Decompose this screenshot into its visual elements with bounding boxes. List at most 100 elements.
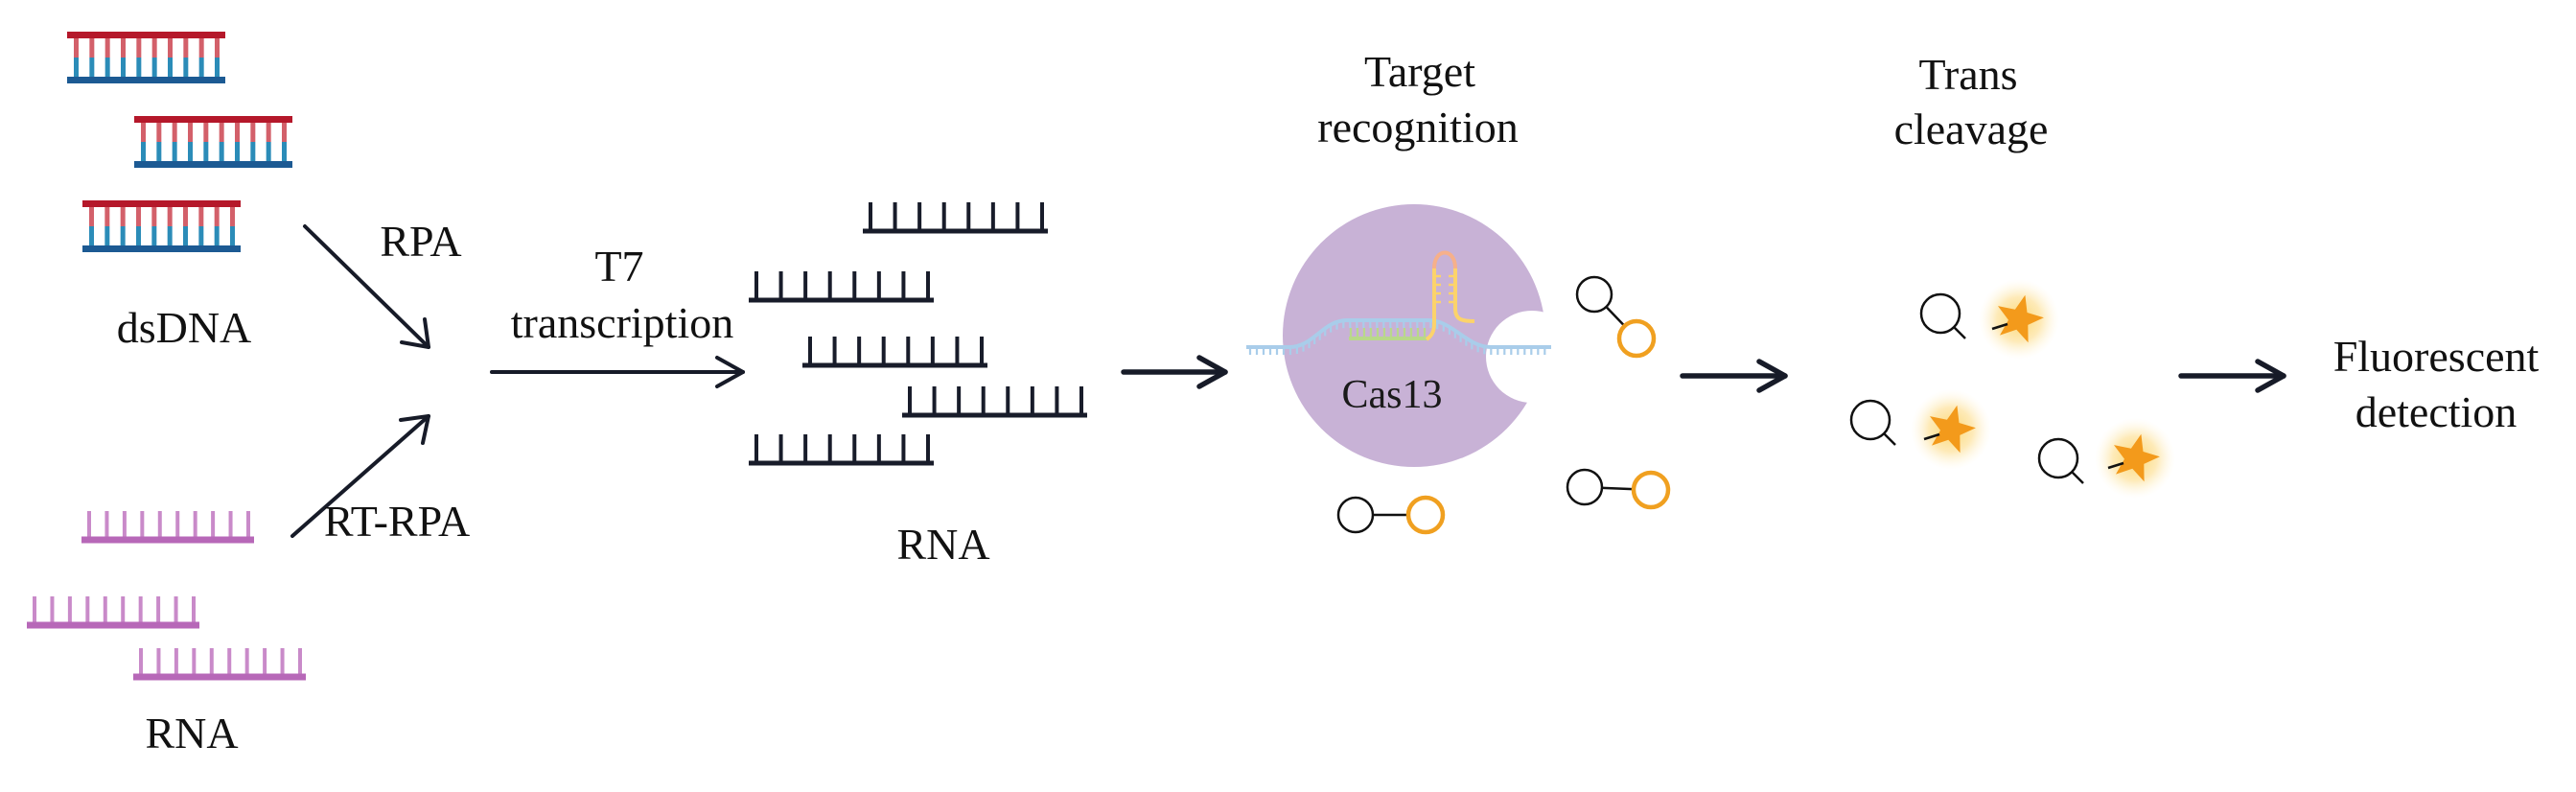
base-pair-top: [167, 205, 173, 226]
base: [857, 337, 862, 365]
base-pair-bottom: [230, 226, 235, 247]
base: [33, 596, 36, 625]
backbone: [133, 673, 306, 681]
transcribed-rna-strand: [749, 271, 934, 303]
base-pair-bottom: [104, 58, 110, 79]
base-pair-top: [183, 205, 188, 226]
base-pair-bottom: [167, 226, 173, 247]
base: [754, 271, 758, 300]
base: [244, 648, 249, 677]
base-pair-bottom: [120, 226, 126, 247]
reporter-intact: [1575, 275, 1657, 359]
crrna-stem-right: [1453, 268, 1475, 323]
dsdna-molecules: [67, 32, 292, 252]
base-pair-top: [214, 205, 220, 226]
base: [957, 386, 962, 415]
input-rna-strand: [27, 596, 199, 629]
base-pair-top: [198, 36, 204, 58]
quencher-circle: [2037, 437, 2079, 479]
rt-rpa-label: RT-RPA: [324, 497, 470, 546]
fluorophore-star-icon: [1930, 405, 1976, 454]
quencher-circle: [1919, 292, 1961, 335]
backbone: [749, 460, 934, 466]
base-pair-top: [141, 121, 146, 142]
backbone: [27, 621, 199, 629]
base-pair-bottom: [266, 142, 271, 163]
base-pair-bottom: [168, 58, 173, 79]
to-recognition-arrow: [1121, 355, 1228, 389]
base: [140, 511, 145, 540]
base-pair-top: [151, 205, 157, 226]
base: [908, 386, 912, 415]
quencher-stub: [1883, 432, 1896, 446]
crrna-stem-left: [1425, 268, 1436, 341]
fluorophore-circle: [1616, 318, 1657, 359]
base: [778, 434, 783, 463]
base: [211, 511, 216, 540]
quencher-circle: [1336, 496, 1375, 534]
base: [869, 202, 872, 231]
base: [901, 271, 906, 300]
reporter-linker: [1602, 486, 1634, 491]
fluorophore-circle: [1631, 470, 1671, 510]
base: [955, 337, 960, 365]
base: [246, 511, 250, 540]
base-pair-bottom: [136, 58, 142, 79]
reporter-linker: [1606, 306, 1625, 327]
backbone: [749, 297, 934, 303]
base: [906, 337, 911, 365]
base-pair-bottom: [151, 58, 157, 79]
base-pair-bottom: [89, 58, 95, 79]
base: [981, 386, 986, 415]
base: [121, 596, 126, 625]
reporter-intact: [1336, 495, 1446, 535]
base: [263, 648, 267, 677]
base-pair-bottom: [250, 142, 256, 163]
input-rna-strands: [27, 511, 306, 681]
base: [103, 596, 107, 625]
input-rna-strand: [133, 648, 306, 681]
base-pair-bottom: [156, 142, 162, 163]
base: [926, 271, 930, 300]
rt-rpa-arrow: [290, 414, 430, 538]
transcribed-rna-strand: [802, 337, 987, 368]
transcribed-rna-strand: [863, 202, 1048, 234]
base-pair-top: [121, 36, 126, 58]
base-pair-top: [215, 36, 220, 58]
quencher-stub: [2071, 471, 2084, 484]
reporter-cleaved: [1919, 279, 2059, 360]
input-rna-strand: [81, 511, 254, 544]
base: [1006, 386, 1010, 415]
base-pair-bottom: [198, 58, 204, 79]
base: [85, 596, 90, 625]
base: [50, 596, 55, 625]
backbone: [802, 362, 987, 368]
base-pair-bottom: [235, 142, 240, 163]
base: [156, 596, 161, 625]
dsdna-top-strand: [82, 200, 241, 207]
transcribed-rna-label: RNA: [896, 520, 989, 569]
reporter-cleaved: [1849, 389, 1991, 470]
base-pair-top: [266, 121, 271, 142]
transcribed-rna-strands: [749, 202, 1087, 466]
base-pair-bottom: [219, 142, 224, 163]
base-pair-top: [89, 36, 95, 58]
base-pair-bottom: [74, 58, 79, 79]
t7-label: T7: [594, 242, 643, 291]
base-pair-bottom: [151, 226, 157, 247]
process-arrows: [290, 224, 2286, 538]
intact-reporters: [1336, 275, 1671, 535]
quencher-circle: [1575, 275, 1613, 314]
base-pair-top: [188, 121, 193, 142]
base-pair-bottom: [188, 142, 193, 163]
base-pair-bottom: [136, 226, 141, 247]
base: [893, 202, 897, 231]
trans-label: Trans: [1918, 50, 2017, 99]
base-pair-bottom: [89, 226, 94, 247]
base: [990, 202, 995, 231]
base: [852, 271, 857, 300]
base-pair-top: [230, 205, 235, 226]
crrna-spacer: [1349, 337, 1427, 340]
base: [852, 434, 857, 463]
dsdna-molecule: [134, 116, 292, 168]
